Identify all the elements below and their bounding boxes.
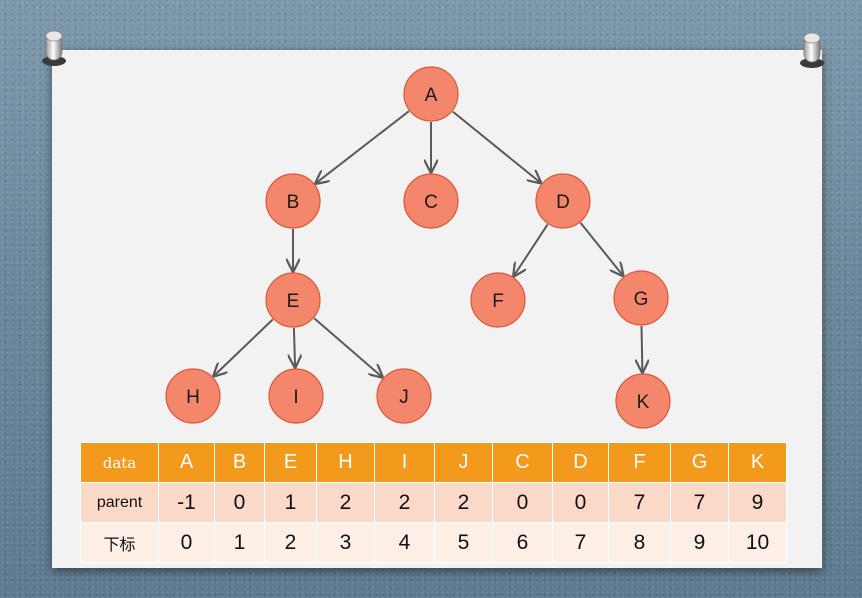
parent-cell: 7 <box>671 483 729 523</box>
tree-node-label: D <box>556 192 570 213</box>
parent-cell: 0 <box>553 483 609 523</box>
data-cell: A <box>159 443 215 483</box>
parent-array-table: data A B E H I J C D F G K parent -1 0 1… <box>80 442 787 563</box>
tree-edge-d-f <box>514 224 548 275</box>
tree-edge-e-j <box>314 318 382 377</box>
data-row: data A B E H I J C D F G K <box>81 443 787 483</box>
data-cell: G <box>671 443 729 483</box>
data-cell: I <box>375 443 435 483</box>
tree-node-label: J <box>399 387 409 408</box>
data-cell: H <box>317 443 375 483</box>
data-cell: F <box>609 443 671 483</box>
parent-cell: 2 <box>317 483 375 523</box>
index-row-label: 下标 <box>81 523 159 563</box>
tree-node-h: H <box>166 369 220 423</box>
data-cell: C <box>493 443 553 483</box>
tree-node-label: B <box>287 192 300 213</box>
tree-node-label: F <box>492 291 504 312</box>
index-cell: 9 <box>671 523 729 563</box>
tree-node-a: A <box>404 67 458 121</box>
tree-edge-a-b <box>316 111 409 183</box>
tree-node-label: K <box>637 392 650 413</box>
data-row-label: data <box>81 443 159 483</box>
index-cell: 5 <box>435 523 493 563</box>
parent-cell: 9 <box>729 483 787 523</box>
index-cell: 4 <box>375 523 435 563</box>
index-cell: 3 <box>317 523 375 563</box>
tree-node-label: G <box>634 289 649 310</box>
data-cell: J <box>435 443 493 483</box>
index-row: 下标 0 1 2 3 4 5 6 7 8 9 10 <box>81 523 787 563</box>
parent-cell: 7 <box>609 483 671 523</box>
parent-row: parent -1 0 1 2 2 2 0 0 7 7 9 <box>81 483 787 523</box>
tree-node-c: C <box>404 174 458 228</box>
tree-node-b: B <box>266 174 320 228</box>
index-cell: 10 <box>729 523 787 563</box>
tree-node-i: I <box>269 369 323 423</box>
parent-row-label: parent <box>81 483 159 523</box>
index-cell: 7 <box>553 523 609 563</box>
data-cell: K <box>729 443 787 483</box>
parent-cell: 2 <box>375 483 435 523</box>
tree-node-k: K <box>616 374 670 428</box>
parent-cell: -1 <box>159 483 215 523</box>
tree-node-e: E <box>266 273 320 327</box>
tree-node-label: E <box>287 291 300 312</box>
tree-node-f: F <box>471 273 525 327</box>
parent-cell: 0 <box>215 483 265 523</box>
data-cell: D <box>553 443 609 483</box>
tree-diagram: A B C D E F G H I J K <box>0 0 862 440</box>
index-cell: 6 <box>493 523 553 563</box>
tree-edge-a-d <box>453 112 541 183</box>
tree-node-d: D <box>536 174 590 228</box>
tree-edge-e-h <box>214 319 273 376</box>
tree-node-g: G <box>614 271 668 325</box>
index-cell: 0 <box>159 523 215 563</box>
tree-node-label: A <box>425 85 438 106</box>
tree-node-label: C <box>424 192 438 213</box>
tree-edge-d-g <box>581 223 623 276</box>
tree-edge-g-k <box>642 326 643 372</box>
parent-cell: 1 <box>265 483 317 523</box>
tree-edge-e-i <box>294 328 295 367</box>
data-cell: B <box>215 443 265 483</box>
index-cell: 2 <box>265 523 317 563</box>
parent-cell: 2 <box>435 483 493 523</box>
parent-cell: 0 <box>493 483 553 523</box>
data-cell: E <box>265 443 317 483</box>
index-cell: 8 <box>609 523 671 563</box>
tree-node-j: J <box>377 369 431 423</box>
tree-node-label: H <box>186 387 200 408</box>
index-cell: 1 <box>215 523 265 563</box>
tree-node-label: I <box>293 387 298 408</box>
